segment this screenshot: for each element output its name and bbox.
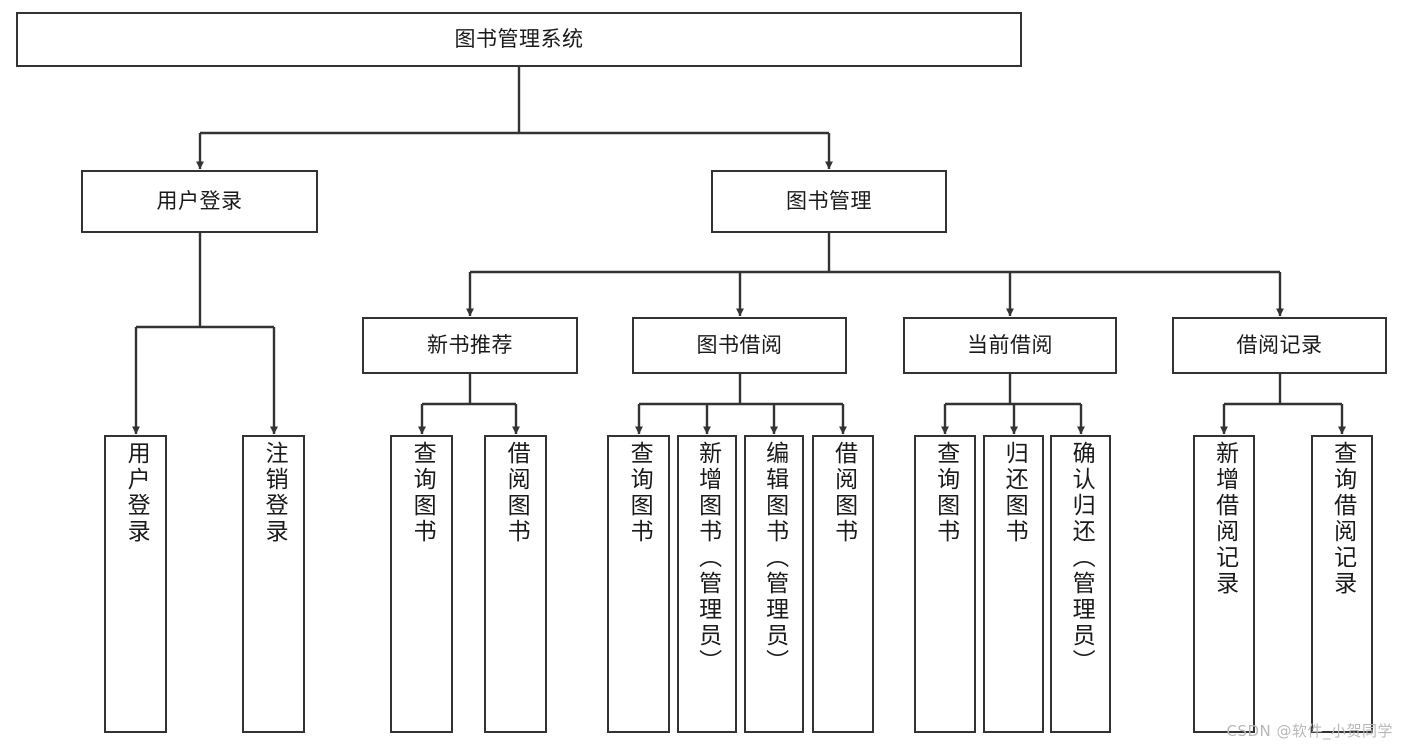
node-leaf-confirm[interactable]: 确认归还（管理员） [1050,435,1111,733]
node-label: 用户登录 [123,441,150,545]
node-label: 当前借阅 [967,333,1053,358]
node-leaf-borrow-2[interactable]: 借阅图书 [812,435,874,733]
node-label: 编辑图书（管理员） [761,441,788,675]
node-new-book-rec[interactable]: 新书推荐 [362,317,578,374]
node-leaf-user-login[interactable]: 用户登录 [104,435,167,733]
node-label: 借阅图书 [830,441,857,545]
node-leaf-return[interactable]: 归还图书 [983,435,1044,733]
node-label: 新书推荐 [427,333,513,358]
node-leaf-edit-book[interactable]: 编辑图书（管理员） [744,435,804,733]
node-leaf-query-rec[interactable]: 查询借阅记录 [1311,435,1373,733]
node-label: 图书管理系统 [454,27,584,52]
node-label: 图书借阅 [696,333,783,358]
node-label: 查询图书 [409,441,436,545]
node-label: 新增借阅记录 [1211,441,1238,597]
node-label: 注销登录 [261,441,288,545]
node-label: 归还图书 [1001,441,1028,545]
node-label: 借阅图书 [503,441,530,545]
node-leaf-query-3[interactable]: 查询图书 [914,435,976,733]
node-borrow-record[interactable]: 借阅记录 [1172,317,1387,374]
node-label: 借阅记录 [1236,333,1323,358]
node-root[interactable]: 图书管理系统 [16,12,1022,67]
node-label: 查询图书 [932,441,959,545]
node-book-borrow[interactable]: 图书借阅 [632,317,847,374]
node-leaf-add-book[interactable]: 新增图书（管理员） [677,435,737,733]
node-current-borrow[interactable]: 当前借阅 [903,317,1117,374]
node-label: 图书管理 [786,189,872,214]
node-label: 查询图书 [626,441,653,545]
node-label: 新增图书（管理员） [694,441,721,675]
node-label: 用户登录 [156,189,243,214]
node-leaf-logout[interactable]: 注销登录 [242,435,305,733]
node-leaf-query-2[interactable]: 查询图书 [607,435,670,733]
node-leaf-borrow-1[interactable]: 借阅图书 [484,435,547,733]
node-user-login[interactable]: 用户登录 [81,170,318,233]
node-leaf-add-rec[interactable]: 新增借阅记录 [1193,435,1255,733]
node-leaf-query-1[interactable]: 查询图书 [390,435,453,733]
node-label: 查询借阅记录 [1329,441,1356,597]
node-book-manage[interactable]: 图书管理 [711,170,947,233]
node-label: 确认归还（管理员） [1068,441,1095,675]
watermark-text: CSDN @软件_小贺同学 [1226,722,1393,740]
